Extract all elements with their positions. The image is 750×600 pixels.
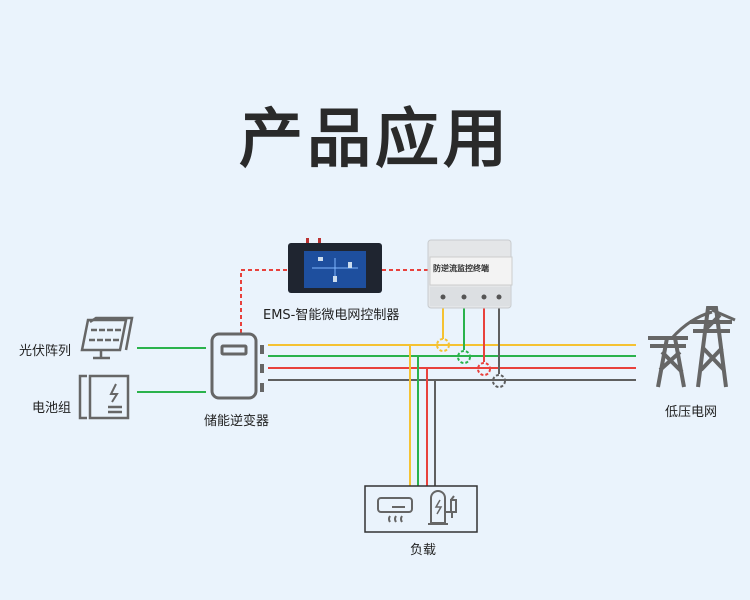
ems-label: EMS-智能微电网控制器: [263, 308, 400, 323]
air-conditioner-icon: [377, 497, 413, 523]
battery-label: 电池组: [32, 401, 72, 416]
comm-line-ems-inverter: [240, 269, 290, 333]
page-title: 产品应用: [239, 103, 511, 177]
ct-red-icon: [477, 362, 491, 376]
transmission-tower-icon: [648, 306, 736, 388]
ct-green-icon: [457, 350, 471, 364]
inverter-label: 储能逆变器: [204, 414, 270, 429]
load-box: [364, 485, 478, 533]
monitor-device-label: 防逆流监控终端: [433, 264, 489, 273]
grid-label: 低压电网: [665, 405, 718, 420]
ct-yellow-icon: [436, 338, 450, 352]
ev-charger-icon: [428, 490, 457, 525]
solar-panel-icon: [80, 316, 134, 360]
ct-gray-icon: [492, 374, 506, 388]
load-label: 负载: [410, 543, 437, 558]
pv-label: 光伏阵列: [19, 344, 72, 359]
monitor-device: [427, 239, 513, 309]
inverter-icon: [210, 332, 264, 400]
battery-icon: [78, 374, 130, 420]
ems-controller-device: [288, 238, 382, 293]
